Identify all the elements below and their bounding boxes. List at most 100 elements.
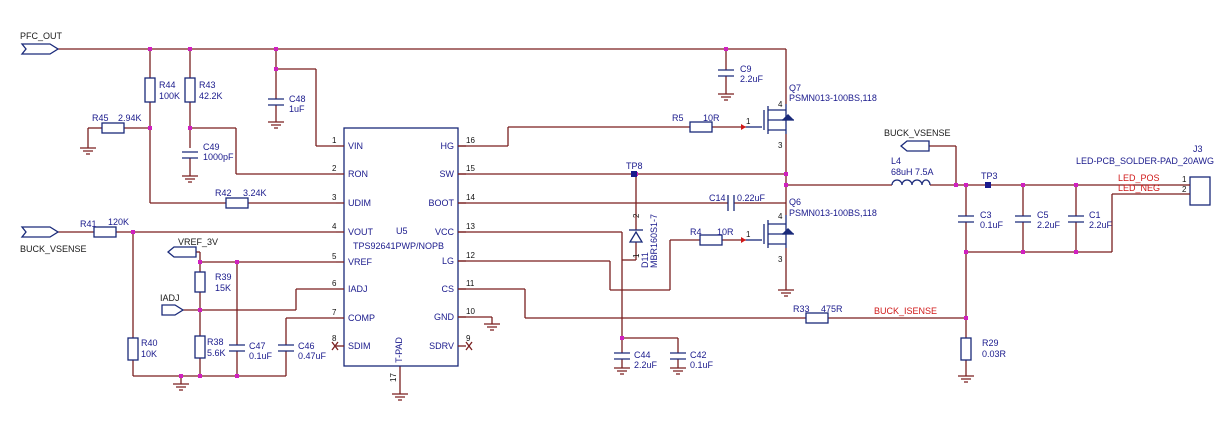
c49-val: 1000pF	[203, 152, 234, 162]
r40-ref: R40	[141, 338, 158, 348]
ground-r29	[958, 375, 974, 383]
j3-pin-1: 1	[1182, 175, 1187, 184]
resistor-r39[interactable]	[194, 271, 206, 293]
wires	[58, 48, 1180, 394]
r4-val: 10R	[717, 227, 734, 237]
capacitor-c44[interactable]	[614, 352, 630, 360]
no-connect-sdim	[331, 341, 339, 351]
capacitor-c48[interactable]	[268, 98, 284, 106]
resistor-r29[interactable]	[960, 337, 972, 361]
r40-val: 10K	[141, 349, 157, 359]
c48-val: 1uF	[289, 104, 305, 114]
r44-ref: R44	[159, 80, 176, 90]
ic-pin-hg: HG	[441, 141, 455, 151]
c48-ref: C48	[289, 94, 306, 104]
q7-val: PSMN013-100BS,118	[789, 93, 877, 103]
resistor-r44[interactable]	[144, 77, 156, 103]
port-iadj	[161, 304, 185, 316]
capacitor-c9[interactable]	[718, 69, 734, 77]
q6-pin-d: 4	[778, 212, 783, 221]
ic-pin4-num: 4	[332, 222, 337, 231]
ic-right-pins	[458, 145, 466, 347]
c5-val: 2.2uF	[1037, 220, 1061, 230]
r44-val: 100K	[159, 91, 180, 101]
ic-pin-gnd: GND	[434, 312, 455, 322]
ic-pin-iadj: IADJ	[348, 284, 368, 294]
ic-pin-cs: CS	[441, 284, 454, 294]
resistor-r45[interactable]	[101, 122, 125, 134]
resistor-r42[interactable]	[225, 197, 249, 209]
resistor-r43[interactable]	[184, 77, 196, 103]
d11-pin-1: 1	[632, 253, 641, 258]
q7-pin-d: 4	[778, 100, 783, 109]
c44-val: 2.2uF	[634, 360, 658, 370]
q6-ref: Q6	[789, 197, 801, 207]
c42-ref: C42	[690, 350, 707, 360]
capacitor-c3[interactable]	[958, 215, 974, 223]
testpoint-tp3[interactable]	[985, 182, 991, 188]
r43-ref: R43	[199, 80, 216, 90]
resistor-r4[interactable]	[699, 234, 723, 246]
r41-val: 120K	[108, 217, 129, 227]
ground-c9	[718, 93, 734, 101]
ic-tpad: T-PAD	[394, 337, 404, 363]
resistor-r40[interactable]	[127, 337, 139, 361]
connector-j3[interactable]	[1180, 176, 1211, 206]
capacitor-c5[interactable]	[1015, 215, 1031, 223]
capacitor-c47[interactable]	[229, 344, 245, 352]
ic-pin-boot: BOOT	[428, 198, 454, 208]
d11-pin-2: 2	[632, 213, 641, 218]
ic-u5[interactable]: 1 2 3 4 5 6 7 8 VIN RON UDIM VOUT VREF I…	[331, 127, 475, 382]
r29-ref: R29	[982, 338, 999, 348]
q7-pin-g: 1	[746, 117, 751, 126]
mosfet-q7[interactable]	[741, 104, 794, 134]
net-buck-vsense-top: BUCK_VSENSE	[884, 128, 951, 138]
ic-pin11-num: 11	[466, 279, 475, 288]
l4-val: 68uH 7.5A	[891, 167, 934, 177]
ground-q6	[778, 289, 794, 297]
resistor-r38[interactable]	[194, 335, 206, 359]
diode-d11[interactable]	[628, 229, 644, 243]
ic-ref: U5	[396, 226, 408, 236]
c14-val: 0.22uF	[737, 193, 766, 203]
mosfet-q6[interactable]	[741, 215, 794, 248]
r5-ref: R5	[672, 113, 684, 123]
c9-ref: C9	[740, 64, 752, 74]
j3-val: LED-PCB_SOLDER-PAD_20AWG	[1076, 156, 1214, 166]
ic-tpad-pin: 17	[389, 373, 398, 382]
resistor-r33[interactable]	[805, 312, 829, 324]
r5-val: 10R	[703, 113, 720, 123]
q6-val: PSMN013-100BS,118	[789, 208, 877, 218]
ground-ic-tpad	[392, 393, 408, 401]
c1-ref: C1	[1089, 210, 1101, 220]
c49-ref: C49	[203, 142, 220, 152]
c9-val: 2.2uF	[740, 74, 764, 84]
r45-ref: R45	[92, 113, 109, 123]
ground-r45	[80, 147, 96, 155]
capacitor-c14[interactable]	[727, 195, 735, 211]
r39-val: 15K	[215, 283, 231, 293]
ic-pin-lg: LG	[442, 256, 454, 266]
inductor-l4[interactable]	[891, 179, 931, 186]
c1-val: 2.2uF	[1089, 220, 1113, 230]
q7-pin-s: 3	[778, 141, 783, 150]
resistor-r41[interactable]	[93, 226, 117, 238]
r29-val: 0.03R	[982, 349, 1007, 359]
capacitor-c49[interactable]	[182, 151, 198, 159]
capacitor-c46[interactable]	[278, 344, 294, 352]
ground-bottom-left	[173, 383, 189, 391]
c5-ref: C5	[1037, 210, 1049, 220]
capacitor-c42[interactable]	[670, 352, 686, 360]
port-vref	[166, 246, 197, 258]
resistor-r5[interactable]	[689, 121, 713, 133]
capacitor-c1[interactable]	[1068, 215, 1084, 223]
c42-val: 0.1uF	[690, 360, 714, 370]
ic-pin5-num: 5	[332, 252, 337, 261]
testpoint-tp8[interactable]	[631, 171, 637, 177]
r45-val: 2.94K	[118, 113, 142, 123]
tp8-ref: TP8	[626, 161, 643, 171]
ic-pin3-num: 3	[332, 193, 337, 202]
ground-c49	[182, 175, 198, 183]
ground-c42	[670, 367, 686, 375]
